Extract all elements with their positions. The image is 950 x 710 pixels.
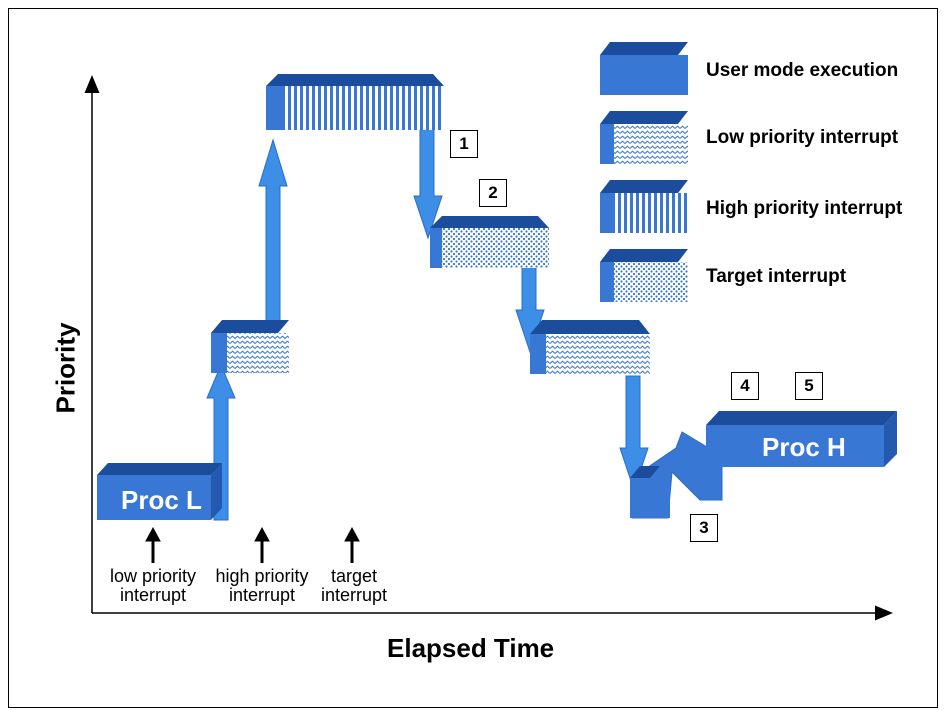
event-high-priority: high priority interrupt [206,567,318,605]
block-high-priority [266,74,444,130]
block-bottom [630,466,670,518]
legend-label-user: User mode execution [706,60,899,81]
event-arrows [145,526,360,563]
event-high-line1: high priority [215,566,309,586]
diagram-frame [8,8,938,708]
event-low-line2: interrupt [119,585,187,605]
arrow-up-2 [258,138,288,331]
marker-2: 2 [479,179,507,207]
legend-swatch-low [600,111,688,164]
legend-swatch-user [600,42,688,95]
event-target-line1: target [330,566,378,586]
block-proc-h [706,411,897,467]
x-axis-label: Elapsed Time [387,633,555,663]
event-high-line2: interrupt [228,585,296,605]
block-low-priority-2 [530,320,650,374]
legend-swatch-target [600,249,688,302]
event-target: target interrupt [314,567,394,605]
event-low-priority: low priority interrupt [103,567,203,605]
legend-label-target: Target interrupt [706,266,847,287]
marker-3: 3 [690,514,718,542]
legend-swatch-high [600,180,688,233]
event-low-line1: low priority [109,566,197,586]
legend-label-high: High priority interrupt [706,198,903,219]
block-proc-l [97,463,222,520]
block-target [430,216,549,268]
proc-l-label: Proc L [121,485,202,515]
event-target-line2: interrupt [320,585,388,605]
arrow-down-1 [413,127,443,240]
proc-h-label: Proc H [762,432,846,462]
marker-5: 5 [795,372,823,400]
marker-1: 1 [450,130,478,158]
y-axis-label: Priority [50,322,81,414]
block-low-priority-1 [211,320,289,373]
marker-4: 4 [731,372,759,400]
legend-label-low: Low priority interrupt [706,127,899,148]
